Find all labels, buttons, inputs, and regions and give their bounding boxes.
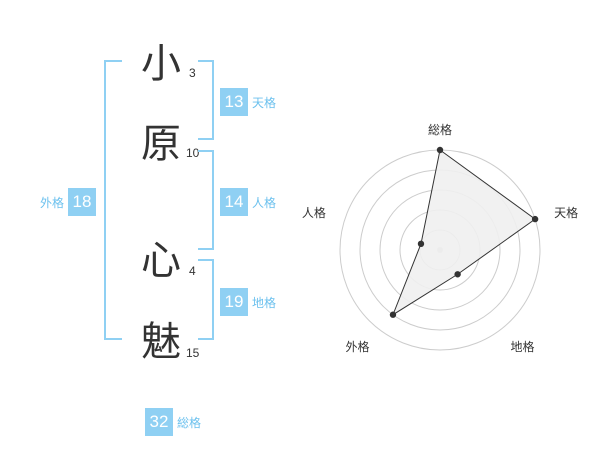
jinkaku-value: 14 [220, 188, 248, 216]
radar-data-point [436, 146, 444, 154]
gaikaku-label: 外格 [40, 195, 65, 210]
jinkaku-badge: 14 人格 [220, 188, 276, 216]
chikaku-bracket [198, 259, 214, 340]
stroke-count-3: 4 [189, 264, 196, 278]
name-char-4: 魅 [141, 319, 181, 365]
name-char-2: 原 [141, 121, 181, 167]
radar-axis-label: 総格 [428, 122, 452, 137]
chikaku-label: 地格 [252, 295, 277, 310]
radar-axis-label: 天格 [554, 205, 578, 220]
tenkaku-label: 天格 [252, 95, 277, 110]
tenkaku-value: 13 [220, 88, 248, 116]
chikaku-value: 19 [220, 288, 248, 316]
radar-axis-label: 人格 [302, 205, 326, 220]
radar-axis-label: 外格 [345, 339, 369, 354]
stroke-count-2: 10 [186, 146, 200, 160]
radar-data-point [531, 215, 539, 223]
name-char-1: 小 [141, 41, 181, 87]
tenkaku-bracket [198, 60, 214, 140]
name-char-3: 心 [141, 238, 181, 284]
stroke-count-1: 3 [189, 66, 196, 80]
gaikaku-value: 18 [68, 188, 97, 216]
radar-axis-label: 地格 [511, 339, 535, 354]
radar-data-point [454, 271, 461, 278]
soukaku-badge: 32 総格 [145, 408, 201, 436]
soukaku-value: 32 [145, 408, 173, 436]
gaikaku-bracket [104, 60, 122, 340]
tenkaku-badge: 13 天格 [220, 88, 276, 116]
stroke-count-4: 15 [186, 346, 200, 360]
radar-data-polygon [391, 149, 536, 316]
jinkaku-bracket [198, 150, 214, 250]
chikaku-badge: 19 地格 [220, 288, 276, 316]
radar-data-point [417, 240, 425, 248]
gaikaku-badge: 外格 18 [40, 188, 97, 216]
radar-data-point [389, 311, 397, 318]
soukaku-label: 総格 [177, 415, 202, 430]
jinkaku-label: 人格 [252, 195, 277, 210]
